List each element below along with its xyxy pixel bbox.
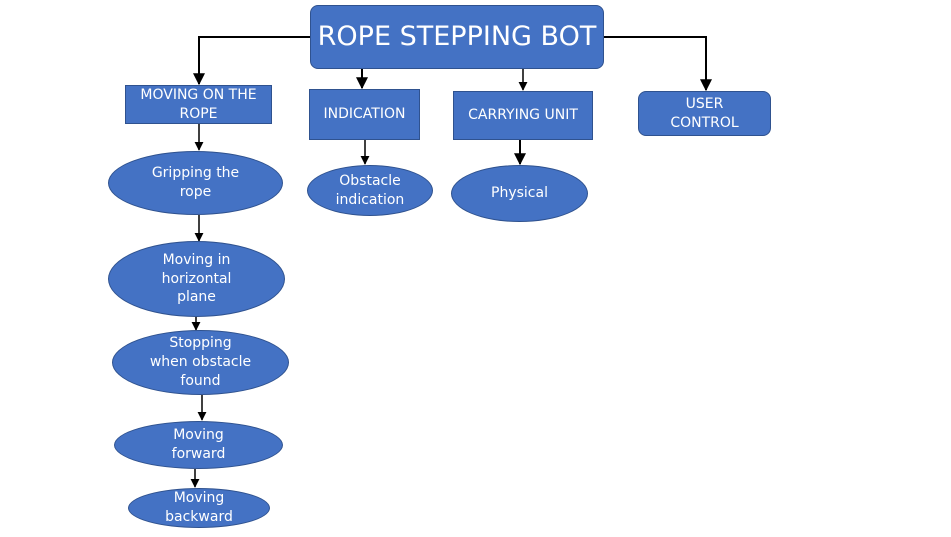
node-moving-backward: Moving backward (128, 488, 270, 528)
node-obstacle-indication: Obstacle indication (307, 165, 433, 216)
node-label: CARRYING UNIT (468, 107, 578, 124)
node-label: Obstacle indication (335, 172, 405, 208)
node-label: Moving in horizontal plane (161, 251, 232, 306)
node-label: Gripping the rope (151, 165, 240, 200)
node-label: Moving backward (165, 490, 233, 525)
connector-root-user (603, 36, 712, 92)
node-label: Stopping when obstacle found (149, 335, 252, 389)
node-label: USER CONTROL (670, 95, 739, 131)
node-rope-stepping-bot: ROPE STEPPING BOT (310, 5, 604, 69)
node-user-control: USER CONTROL (638, 91, 771, 136)
node-moving-forward: Moving forward (114, 421, 283, 469)
node-label: INDICATION (323, 106, 406, 123)
node-label: Moving forward (171, 427, 226, 462)
node-indication: INDICATION (309, 89, 420, 140)
node-stopping-when-obstacle-found: Stopping when obstacle found (112, 330, 289, 395)
node-label: MOVING ON THE ROPE (140, 86, 257, 122)
node-physical: Physical (451, 165, 588, 222)
connector-root-moving (193, 36, 310, 86)
node-label: Physical (491, 185, 548, 202)
node-label: ROPE STEPPING BOT (317, 20, 597, 52)
node-gripping-the-rope: Gripping the rope (108, 151, 283, 215)
node-moving-on-the-rope: MOVING ON THE ROPE (125, 85, 272, 124)
node-moving-in-horizontal-plane: Moving in horizontal plane (108, 241, 285, 317)
node-carrying-unit: CARRYING UNIT (453, 91, 593, 140)
